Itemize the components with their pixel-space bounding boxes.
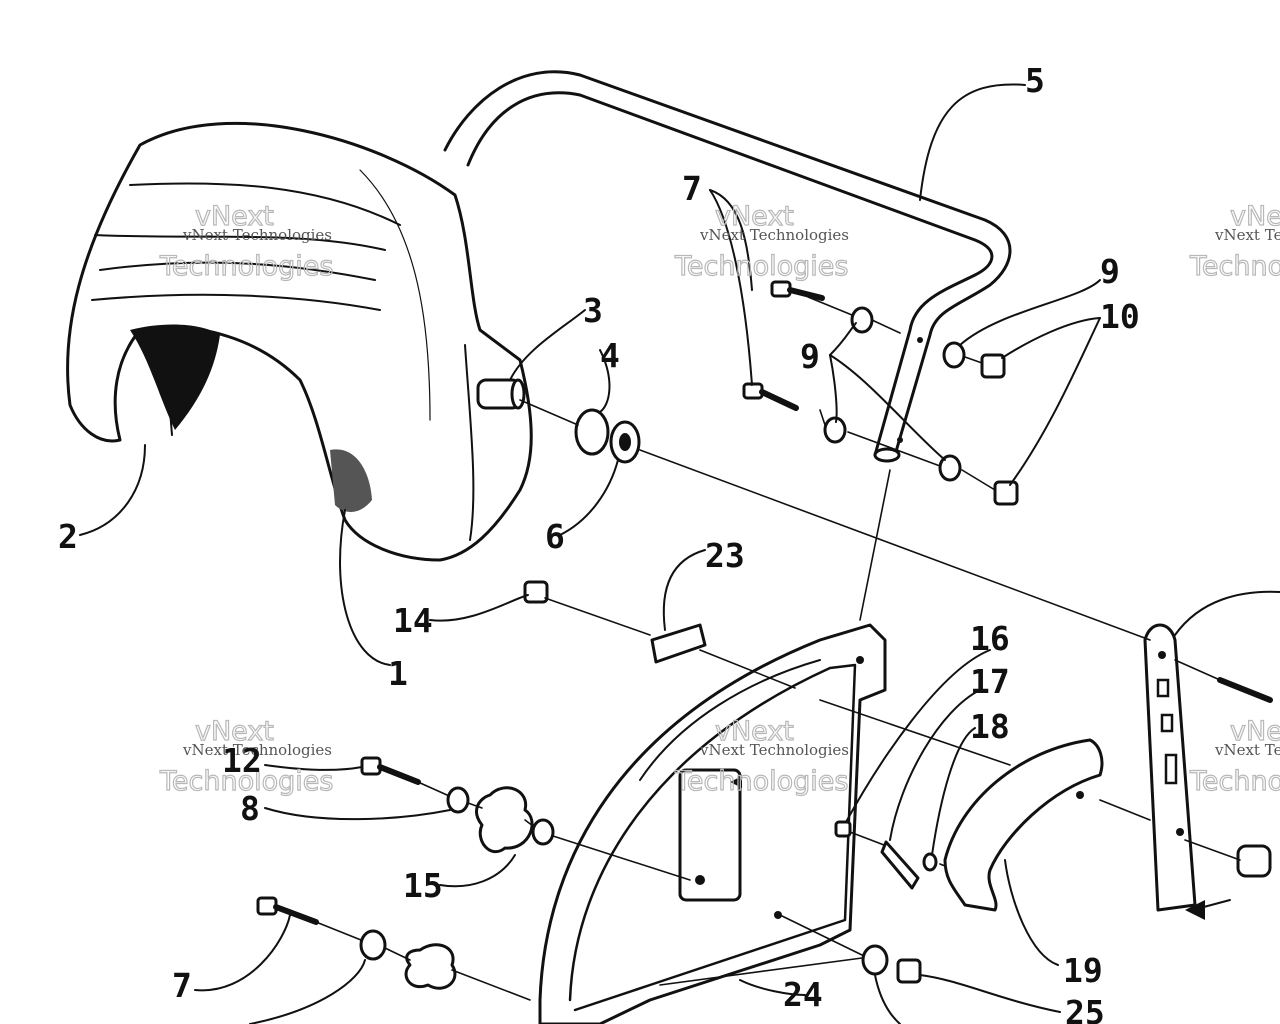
callout-17: 17 <box>970 662 1010 701</box>
callout-10: 10 <box>1100 297 1140 336</box>
leader-lines <box>79 83 1280 1024</box>
svg-text:vNext Technologies: vNext Technologies <box>1214 226 1280 244</box>
callout-2: 2 <box>58 517 78 556</box>
svg-text:vNext Technologies: vNext Technologies <box>699 741 849 759</box>
callouts: 5 7 9 10 3 4 9 2 6 23 14 16 1 17 18 12 8… <box>58 61 1140 1024</box>
svg-text:vNext: vNext <box>715 716 794 747</box>
mid-hardware <box>523 580 938 890</box>
bushing-set <box>476 378 641 464</box>
lower-hardware <box>256 756 922 990</box>
arrow-marker-right <box>1185 900 1205 920</box>
watermark-lower-center: vNext vNext Technologies Technologies <box>673 715 849 797</box>
upper-hardware <box>742 280 1019 506</box>
callout-18: 18 <box>970 707 1010 746</box>
callout-12: 12 <box>222 741 262 780</box>
svg-text:Technologies: Technologies <box>1189 251 1280 282</box>
svg-text:vNext: vNext <box>1230 201 1280 232</box>
watermark-left: vNext vNext Technologies Technologies <box>158 200 334 282</box>
armrest-pad <box>943 738 1104 912</box>
callout-25: 25 <box>1065 993 1105 1024</box>
svg-text:vNext: vNext <box>715 201 794 232</box>
callout-8: 8 <box>240 789 260 828</box>
seat-cushion <box>66 121 533 562</box>
callout-6: 6 <box>545 517 565 556</box>
svg-text:vNext: vNext <box>195 201 274 232</box>
callout-24: 24 <box>783 975 823 1014</box>
svg-text:vNext: vNext <box>195 716 274 747</box>
svg-text:Technologies: Technologies <box>1189 766 1280 797</box>
svg-text:vNext Technologies: vNext Technologies <box>699 226 849 244</box>
right-bracket <box>1143 623 1273 912</box>
callout-7-upper: 7 <box>682 169 702 208</box>
svg-text:vNext: vNext <box>1230 716 1280 747</box>
assembly-lines <box>315 296 1241 1001</box>
side-frame <box>538 623 887 1024</box>
callout-3: 3 <box>583 291 603 330</box>
watermark-lower-right: vNext vNext Technologies Technologies <box>1188 715 1280 797</box>
svg-text:Technologies: Technologies <box>159 251 333 282</box>
svg-text:vNext Technologies: vNext Technologies <box>1214 741 1280 759</box>
watermark-center: vNext vNext Technologies Technologies <box>673 200 849 282</box>
callout-15: 15 <box>403 866 443 905</box>
callout-23: 23 <box>705 536 745 575</box>
svg-text:Technologies: Technologies <box>674 766 848 797</box>
callout-4: 4 <box>600 336 620 375</box>
watermark-lower-left: vNext vNext Technologies Technologies <box>158 715 334 797</box>
svg-text:vNext Technologies: vNext Technologies <box>182 741 332 759</box>
backrest-bar <box>443 70 1012 463</box>
svg-text:vNext Technologies: vNext Technologies <box>182 226 332 244</box>
callout-5: 5 <box>1025 61 1045 100</box>
callout-16: 16 <box>970 619 1010 658</box>
callout-7-lower: 7 <box>172 966 192 1005</box>
svg-text:Technologies: Technologies <box>674 251 848 282</box>
callout-9-right: 9 <box>1100 252 1120 291</box>
svg-text:Technologies: Technologies <box>159 766 333 797</box>
callout-14: 14 <box>393 601 433 640</box>
arrow-marker-center <box>730 776 742 788</box>
watermark-right: vNext vNext Technologies Technologies <box>1188 200 1280 282</box>
callout-19: 19 <box>1063 951 1103 990</box>
callout-9-left: 9 <box>800 337 820 376</box>
callout-1: 1 <box>388 654 408 693</box>
